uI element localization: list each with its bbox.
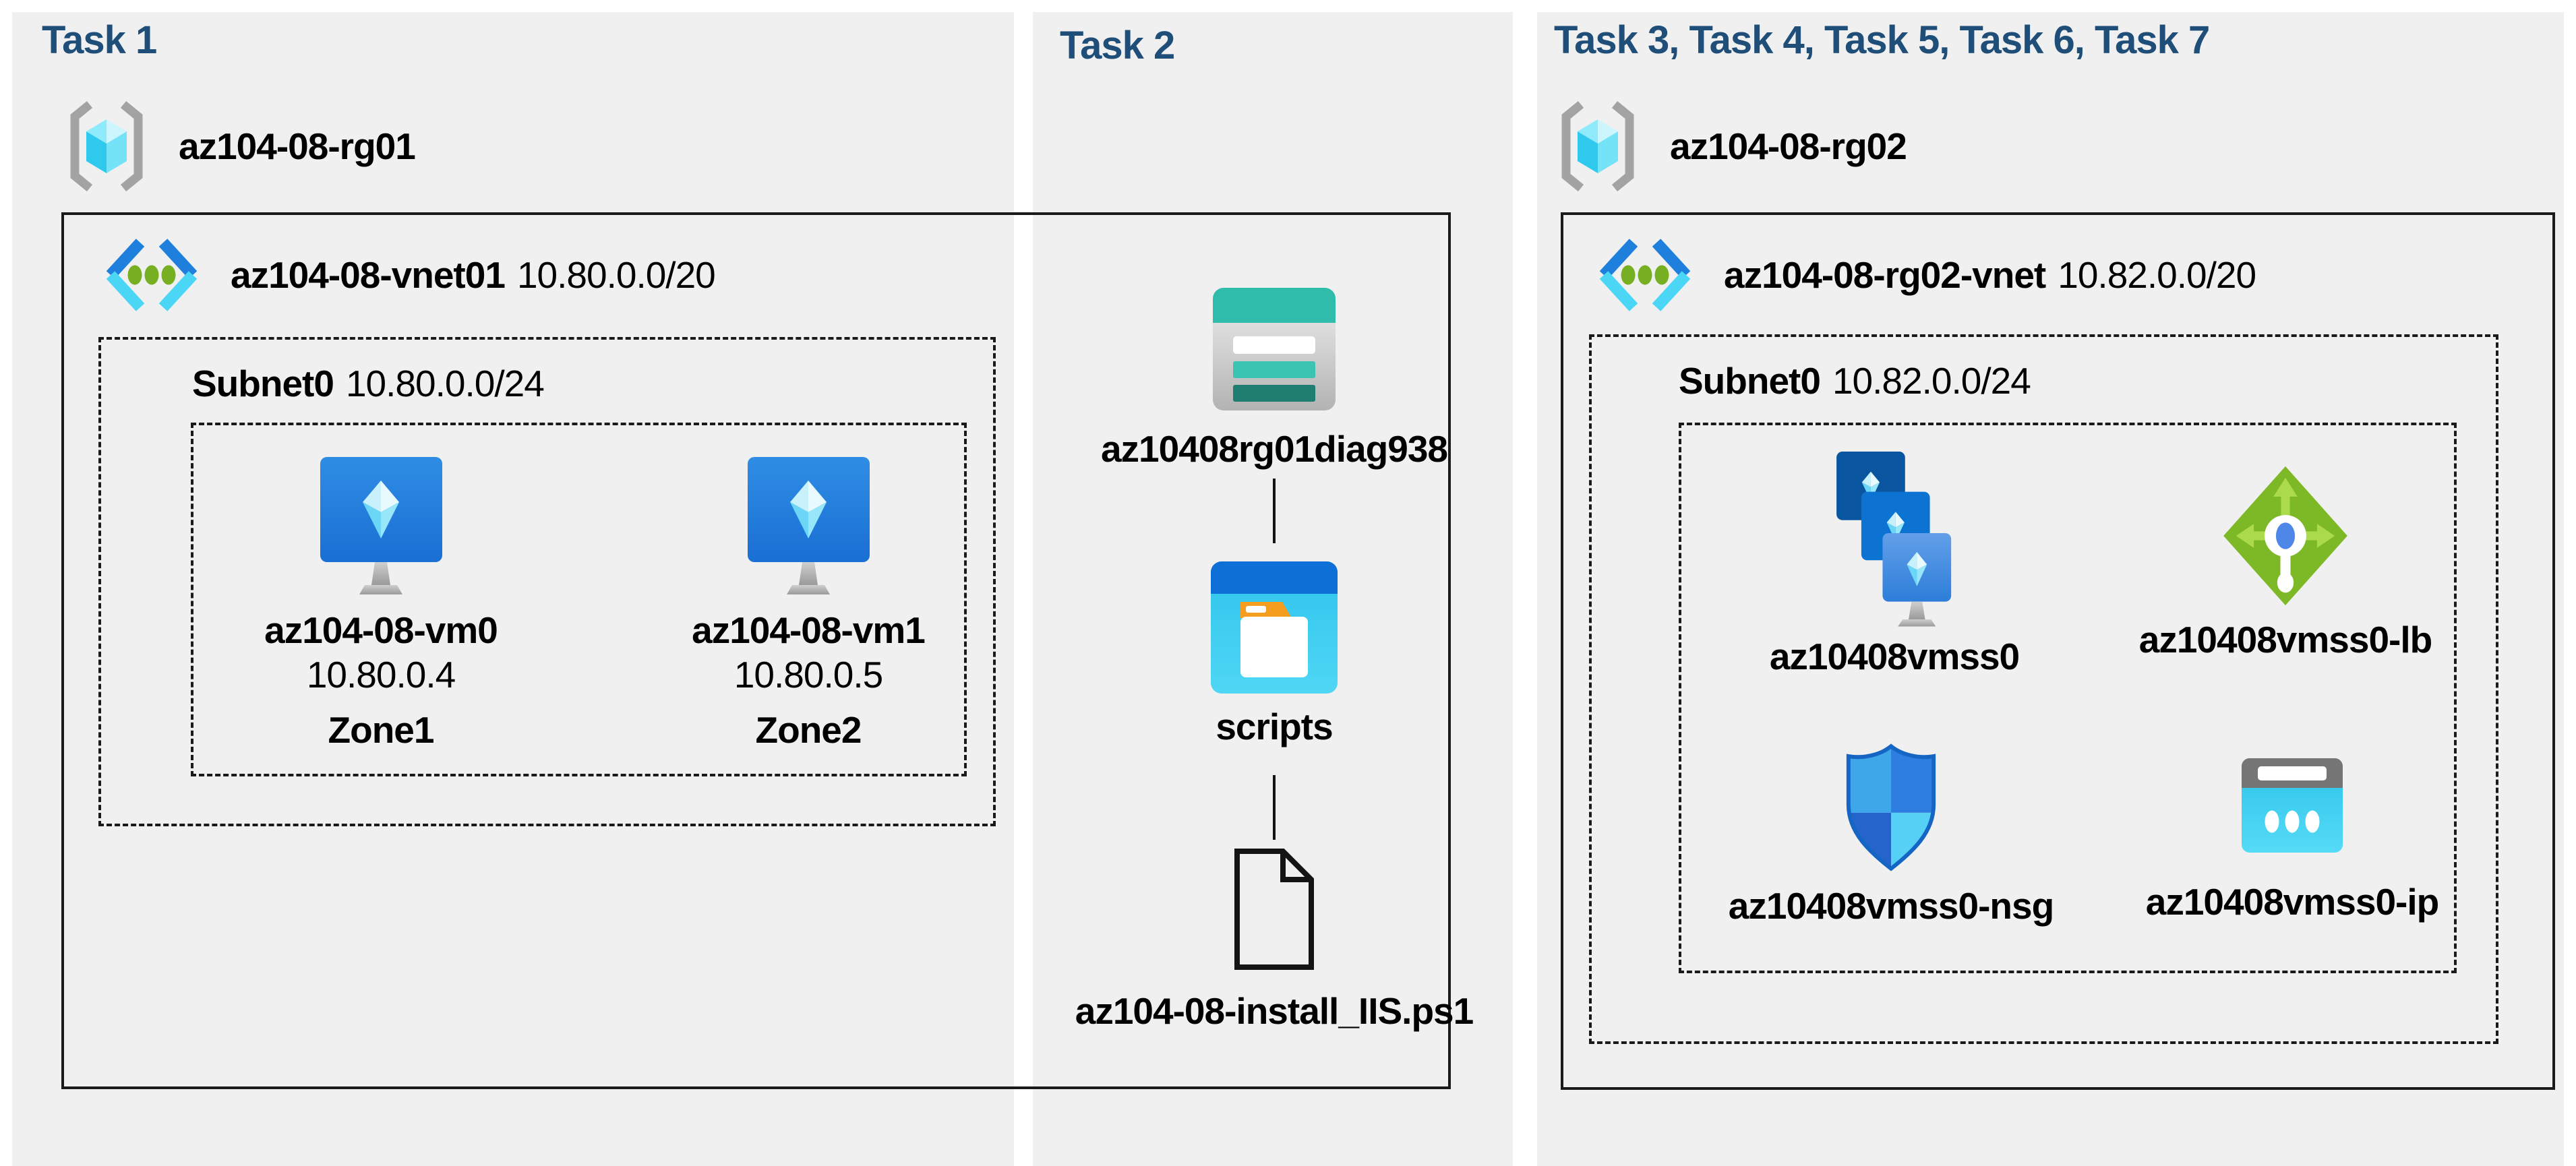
nsg-name: az10408vmss0-nsg <box>1728 885 2054 927</box>
task1-header: Task 1 <box>42 18 157 62</box>
public-ip-group: az10408vmss0-ip <box>2076 758 2508 924</box>
vmss-name: az10408vmss0 <box>1769 636 2020 677</box>
resource-group-icon <box>70 100 143 192</box>
storage-account-icon <box>1213 288 1336 410</box>
resource-group-rg01: az104-08-rg01 <box>63 99 416 193</box>
vm-ip: 10.80.0.5 <box>733 654 883 696</box>
vnet-name: az104-08-rg02-vnet <box>1724 254 2046 296</box>
vm-zone: Zone1 <box>328 709 435 751</box>
virtual-network-icon <box>1599 239 1691 311</box>
container-name: scripts <box>1216 706 1333 747</box>
vnet-cidr: 10.82.0.0/20 <box>2058 254 2256 296</box>
vnet01-boundary-box <box>61 212 1451 1089</box>
vm-zone: Zone2 <box>755 709 862 751</box>
vm-ip: 10.80.0.4 <box>306 654 456 696</box>
subnet0-label-rg02: Subnet0 10.82.0.0/24 <box>1679 359 2031 402</box>
file-icon <box>1234 849 1314 970</box>
virtual-machine-icon <box>320 457 442 594</box>
resource-group-name: az104-08-rg02 <box>1670 125 1907 167</box>
subnet-name: Subnet0 <box>192 363 334 404</box>
public-ip-icon <box>2242 758 2343 853</box>
vm0-group: az104-08-vm0 10.80.0.4 Zone1 <box>206 456 556 752</box>
script-file-group: az104-08-install_IIS.ps1 <box>1018 846 1530 1033</box>
resource-group-rg02: az104-08-rg02 <box>1554 99 1907 193</box>
script-file-name: az104-08-install_IIS.ps1 <box>1075 990 1474 1032</box>
rg02-vnet-boundary-box <box>1561 212 2555 1090</box>
vmss-group: az10408vmss0 <box>1679 452 2110 679</box>
vm-scale-set-icon <box>1836 452 1952 627</box>
scripts-container-group: scripts <box>1018 561 1530 749</box>
subnet0-box-rg01 <box>98 337 996 826</box>
network-security-group-icon <box>1846 743 1936 871</box>
public-ip-name: az10408vmss0-ip <box>2145 881 2439 923</box>
load-balancer-name: az10408vmss0-lb <box>2138 619 2432 661</box>
load-balancer-icon <box>2223 466 2347 606</box>
storage-account-name: az10408rg01diag938 <box>1100 428 1448 470</box>
vm-name: az104-08-vm0 <box>264 609 498 651</box>
vnet-name: az104-08-vnet01 <box>231 254 506 296</box>
vmss-resources-box <box>1679 423 2457 973</box>
task2-header: Task 2 <box>1060 24 1175 67</box>
panel-task1 <box>12 12 1014 1166</box>
subnet0-label-rg01: Subnet0 10.80.0.0/24 <box>192 362 545 405</box>
rg02-vnet-row: az104-08-rg02-vnet 10.82.0.0/20 <box>1594 237 2256 313</box>
virtual-network-icon <box>106 239 198 311</box>
load-balancer-group: az10408vmss0-lb <box>2070 465 2501 662</box>
subnet0-box-rg02 <box>1589 334 2498 1044</box>
vm1-group: az104-08-vm1 10.80.0.5 Zone2 <box>633 456 984 752</box>
nsg-group: az10408vmss0-nsg <box>1675 743 2107 928</box>
vnet-cidr: 10.80.0.0/20 <box>516 254 716 296</box>
subnet-name: Subnet0 <box>1679 360 1821 402</box>
resource-group-name: az104-08-rg01 <box>179 125 416 167</box>
resource-group-icon <box>1561 100 1634 192</box>
task3-header: Task 3, Task 4, Task 5, Task 6, Task 7 <box>1554 18 2210 62</box>
blob-container-icon <box>1211 561 1338 694</box>
virtual-machine-icon <box>747 457 870 594</box>
vm-name: az104-08-vm1 <box>692 609 926 651</box>
panel-task3-7 <box>1537 12 2564 1166</box>
vm-zone-box <box>191 423 967 776</box>
subnet-cidr: 10.80.0.0/24 <box>345 363 545 404</box>
connector-storage-to-scripts <box>1273 479 1276 543</box>
subnet-cidr: 10.82.0.0/24 <box>1832 360 2031 402</box>
storage-account-group: az10408rg01diag938 <box>1018 288 1530 471</box>
connector-scripts-to-file <box>1273 775 1276 840</box>
